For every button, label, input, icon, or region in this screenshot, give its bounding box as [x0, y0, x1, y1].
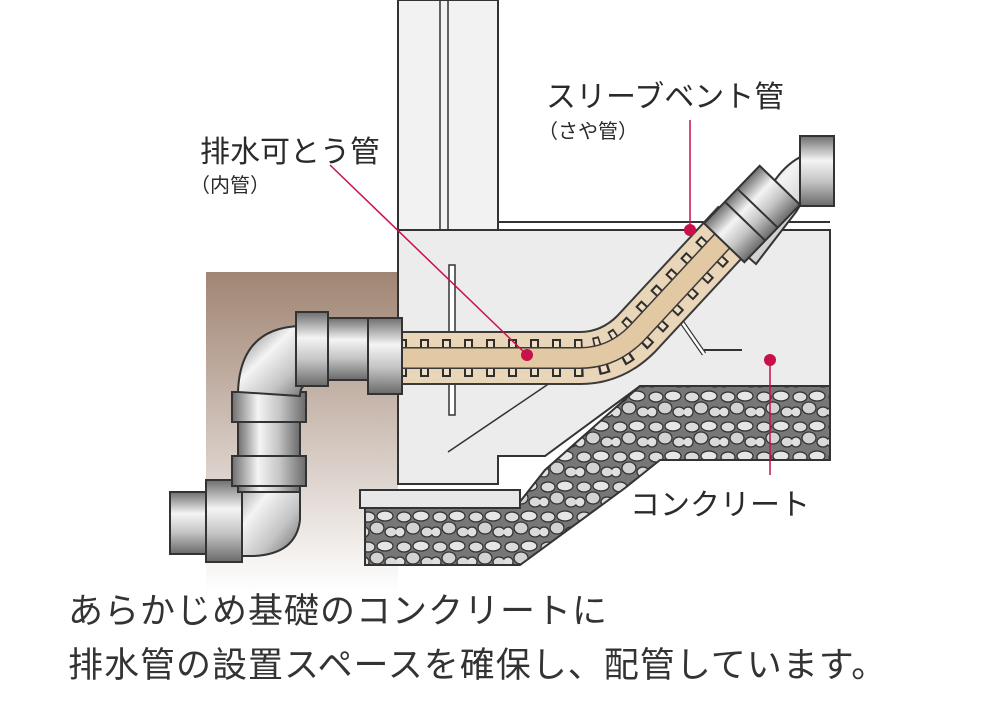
sleeve-vent-pipe-label: スリーブベント管 [546, 80, 784, 115]
left-pipe-assembly [169, 311, 403, 563]
sleeve-vent-pipe-sublabel: （さや管） [538, 119, 638, 143]
leader-dot-sleeve [684, 224, 696, 236]
leader-dot-concrete [764, 354, 776, 366]
flexible-drain-pipe-sublabel: （内管） [190, 173, 270, 197]
leader-line-flexible [329, 164, 528, 356]
caption-line-1: あらかじめ基礎のコンクリートに [68, 592, 609, 632]
leader-dot-flexible [521, 349, 533, 361]
right-elbow-pipe [702, 135, 835, 266]
flexible-inner-pipe-core [398, 217, 745, 368]
footing-plate [359, 489, 521, 509]
caption-line-2: 排水管の設置スペースを確保し、配管しています。 [68, 646, 888, 686]
concrete-label: コンクリート [630, 488, 810, 523]
flexible-drain-pipe-label: 排水可とう管 [200, 135, 380, 170]
gravel-bed [364, 385, 831, 566]
